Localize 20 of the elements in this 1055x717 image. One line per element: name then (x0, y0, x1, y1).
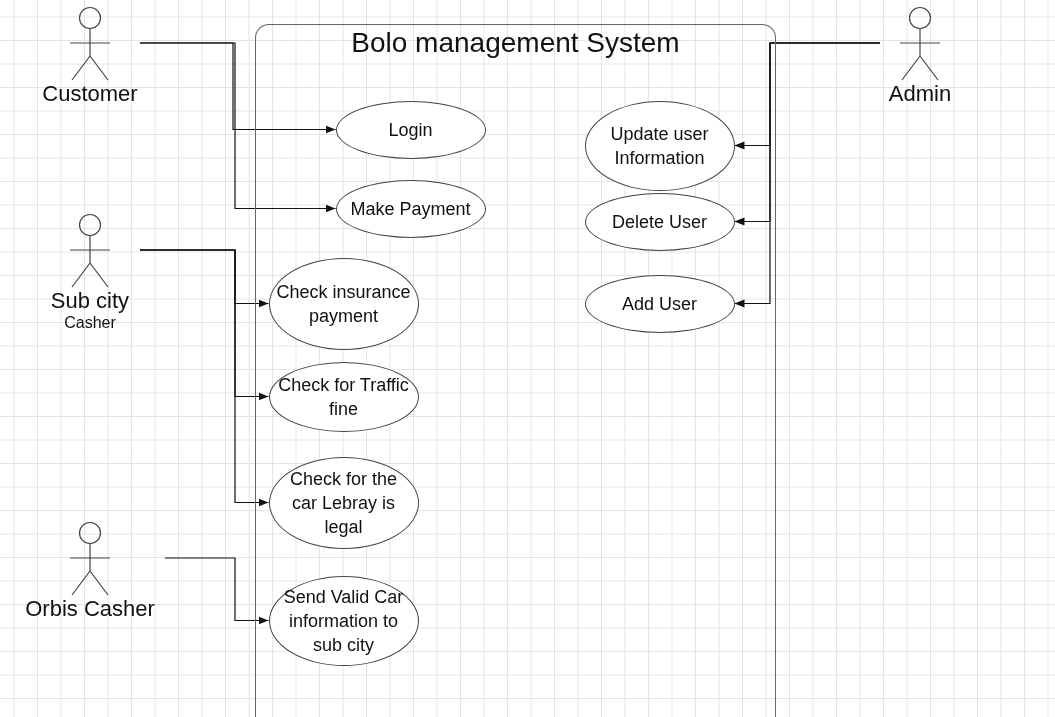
actor-label: Casher (64, 313, 116, 333)
actor-label: Sub city (50, 289, 130, 313)
use-case-label: Delete User (610, 210, 708, 234)
actor-label: Orbis Casher (25, 597, 155, 621)
system-title: Bolo management System (350, 27, 681, 59)
use-case-label: Update user Information (609, 122, 710, 170)
association-arrow (164, 557, 270, 625)
use-case-label: Check for Traffic fine (277, 373, 410, 421)
actor-label: Admin (888, 82, 952, 106)
use-case-label: Check for the car Lebray is legal (288, 467, 399, 539)
use-case-label: Send Valid Car information to sub city (282, 585, 405, 657)
actor-label: Customer (42, 82, 138, 106)
use-case-label: Login (387, 118, 434, 142)
use-case-label: Make Payment (349, 197, 472, 221)
association-arrow (733, 42, 881, 308)
use-case-label: Add User (620, 292, 698, 316)
use-case-label: Check insurance payment (275, 280, 412, 328)
system-boundary (255, 24, 776, 717)
association-arrow (139, 249, 270, 507)
association-arrow (139, 42, 337, 213)
